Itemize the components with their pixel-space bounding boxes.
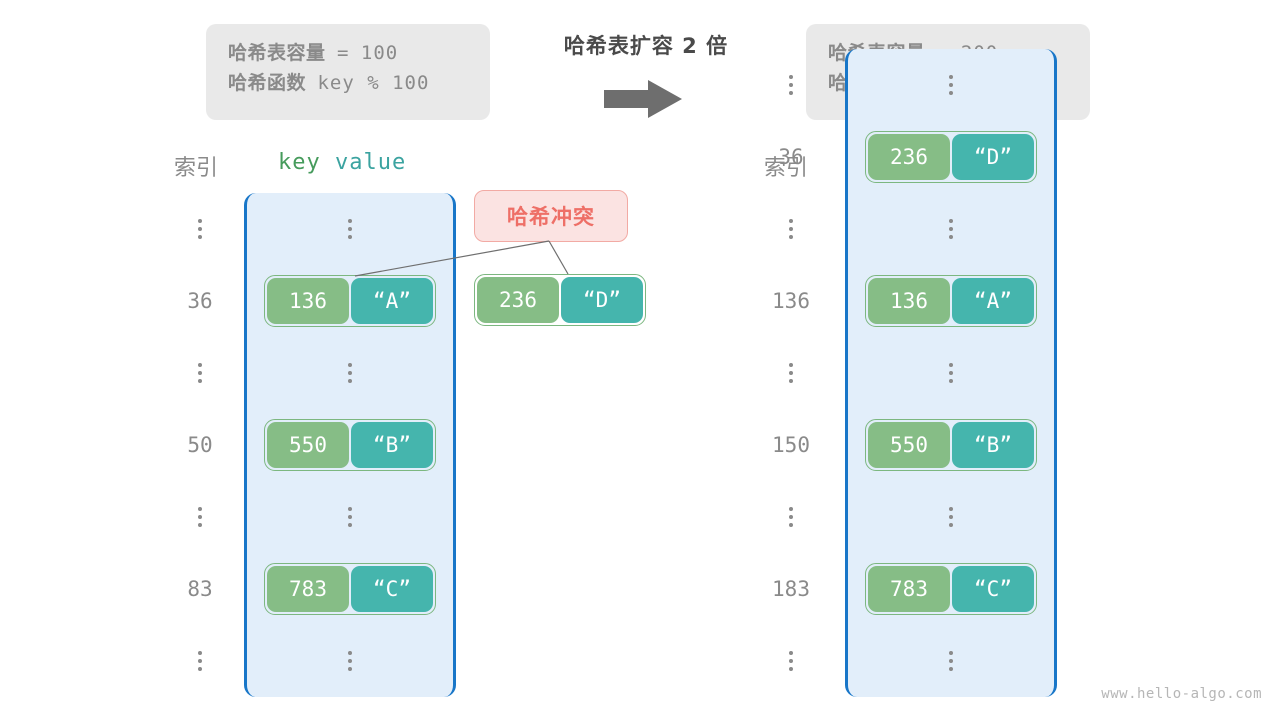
capacity-eq-before: = [336,42,350,64]
bucket-ellipsis-row [848,49,1054,121]
value-cell: “B” [952,422,1034,468]
watermark: www.hello-algo.com [1101,686,1262,702]
kv-pair[interactable]: 783“C” [264,563,436,615]
ellipsis-icon [949,363,953,383]
ellipsis-icon [949,507,953,527]
value-header-left: value [335,150,407,175]
index-label: 36 [187,289,213,313]
bucket-ellipsis-row [247,481,453,553]
value-cell: “A” [351,278,433,324]
info-box-before: 哈希表容量 = 100 哈希函数 key % 100 [206,24,490,120]
ellipsis-icon [348,507,352,527]
bucket-row: 783“C” [848,553,1054,625]
value-cell: “A” [952,278,1034,324]
ellipsis-icon [789,75,793,95]
index-ellipsis [756,481,826,553]
key-cell: 236 [868,134,950,180]
value-cell: “D” [952,134,1034,180]
bucket-ellipsis-row [848,193,1054,265]
bucket-row: 136“A” [247,265,453,337]
index-label: 136 [772,289,810,313]
bucket-ellipsis-row [247,193,453,265]
index-ellipsis [756,337,826,409]
index-ellipsis [756,193,826,265]
kv-header-left: key value [278,150,406,175]
ellipsis-icon [198,651,202,671]
index-label: 83 [187,577,213,601]
function-expr-before: key % 100 [317,72,430,94]
bucket-row: 783“C” [247,553,453,625]
ellipsis-icon [348,219,352,239]
index-label: 150 [772,433,810,457]
colliding-entry: 236“D” [474,274,646,326]
index-ellipsis [165,337,235,409]
key-header-left: key [278,150,321,175]
index-ellipsis [756,625,826,697]
index-ellipsis [165,193,235,265]
key-cell: 550 [868,422,950,468]
index-label: 50 [187,433,213,457]
key-cell: 550 [267,422,349,468]
index-header-left: 索引 [174,156,219,181]
key-cell: 136 [868,278,950,324]
ellipsis-icon [949,651,953,671]
ellipsis-icon [789,651,793,671]
index-label: 183 [772,577,810,601]
ellipsis-icon [789,363,793,383]
key-cell: 136 [267,278,349,324]
ellipsis-icon [789,219,793,239]
index-ellipsis [165,481,235,553]
kv-pair[interactable]: 550“B” [865,419,1037,471]
key-cell: 783 [868,566,950,612]
bucket-row: 550“B” [848,409,1054,481]
kv-pair[interactable]: 550“B” [264,419,436,471]
kv-pair[interactable]: 236“D” [474,274,646,326]
bucket-ellipsis-row [247,337,453,409]
index-header-right: 索引 [764,156,809,181]
bucket-row: 236“D” [848,121,1054,193]
value-cell: “D” [561,277,643,323]
ellipsis-icon [789,507,793,527]
key-cell: 783 [267,566,349,612]
index-ellipsis [756,49,826,121]
value-cell: “C” [952,566,1034,612]
kv-pair[interactable]: 236“D” [865,131,1037,183]
bucket-row: 136“A” [848,265,1054,337]
capacity-line-before: 哈希表容量 = 100 [228,38,468,68]
ellipsis-icon [949,75,953,95]
resize-arrow-icon [604,78,684,120]
index-label: 36 [778,145,804,169]
function-line-before: 哈希函数 key % 100 [228,68,468,98]
index-ellipsis [165,625,235,697]
bucket-ellipsis-row [848,625,1054,697]
key-cell: 236 [477,277,559,323]
bucket-ellipsis-row [247,625,453,697]
kv-pair[interactable]: 136“A” [865,275,1037,327]
ellipsis-icon [198,219,202,239]
bucket-ellipsis-row [848,337,1054,409]
capacity-value-before: 100 [360,42,399,64]
ellipsis-icon [198,507,202,527]
kv-pair[interactable]: 783“C” [865,563,1037,615]
value-cell: “C” [351,566,433,612]
bucket-array-after: 236“D” 136“A” 550“B” 783“C” [845,49,1057,697]
ellipsis-icon [348,651,352,671]
index-column-before: 36 50 83 [165,193,235,697]
value-cell: “B” [351,422,433,468]
bucket-row: 550“B” [247,409,453,481]
index-column-after: 36 136 150 183 [756,49,826,697]
diagram-title: 哈希表扩容 2 倍 [563,34,729,58]
collision-badge: 哈希冲突 [474,190,628,242]
bucket-ellipsis-row [848,481,1054,553]
kv-pair[interactable]: 136“A” [264,275,436,327]
ellipsis-icon [348,363,352,383]
ellipsis-icon [198,363,202,383]
function-label-before: 哈希函数 [228,72,307,94]
ellipsis-icon [949,219,953,239]
bucket-array-before: 136“A” 550“B” 783“C” [244,193,456,697]
capacity-label-before: 哈希表容量 [228,42,326,64]
